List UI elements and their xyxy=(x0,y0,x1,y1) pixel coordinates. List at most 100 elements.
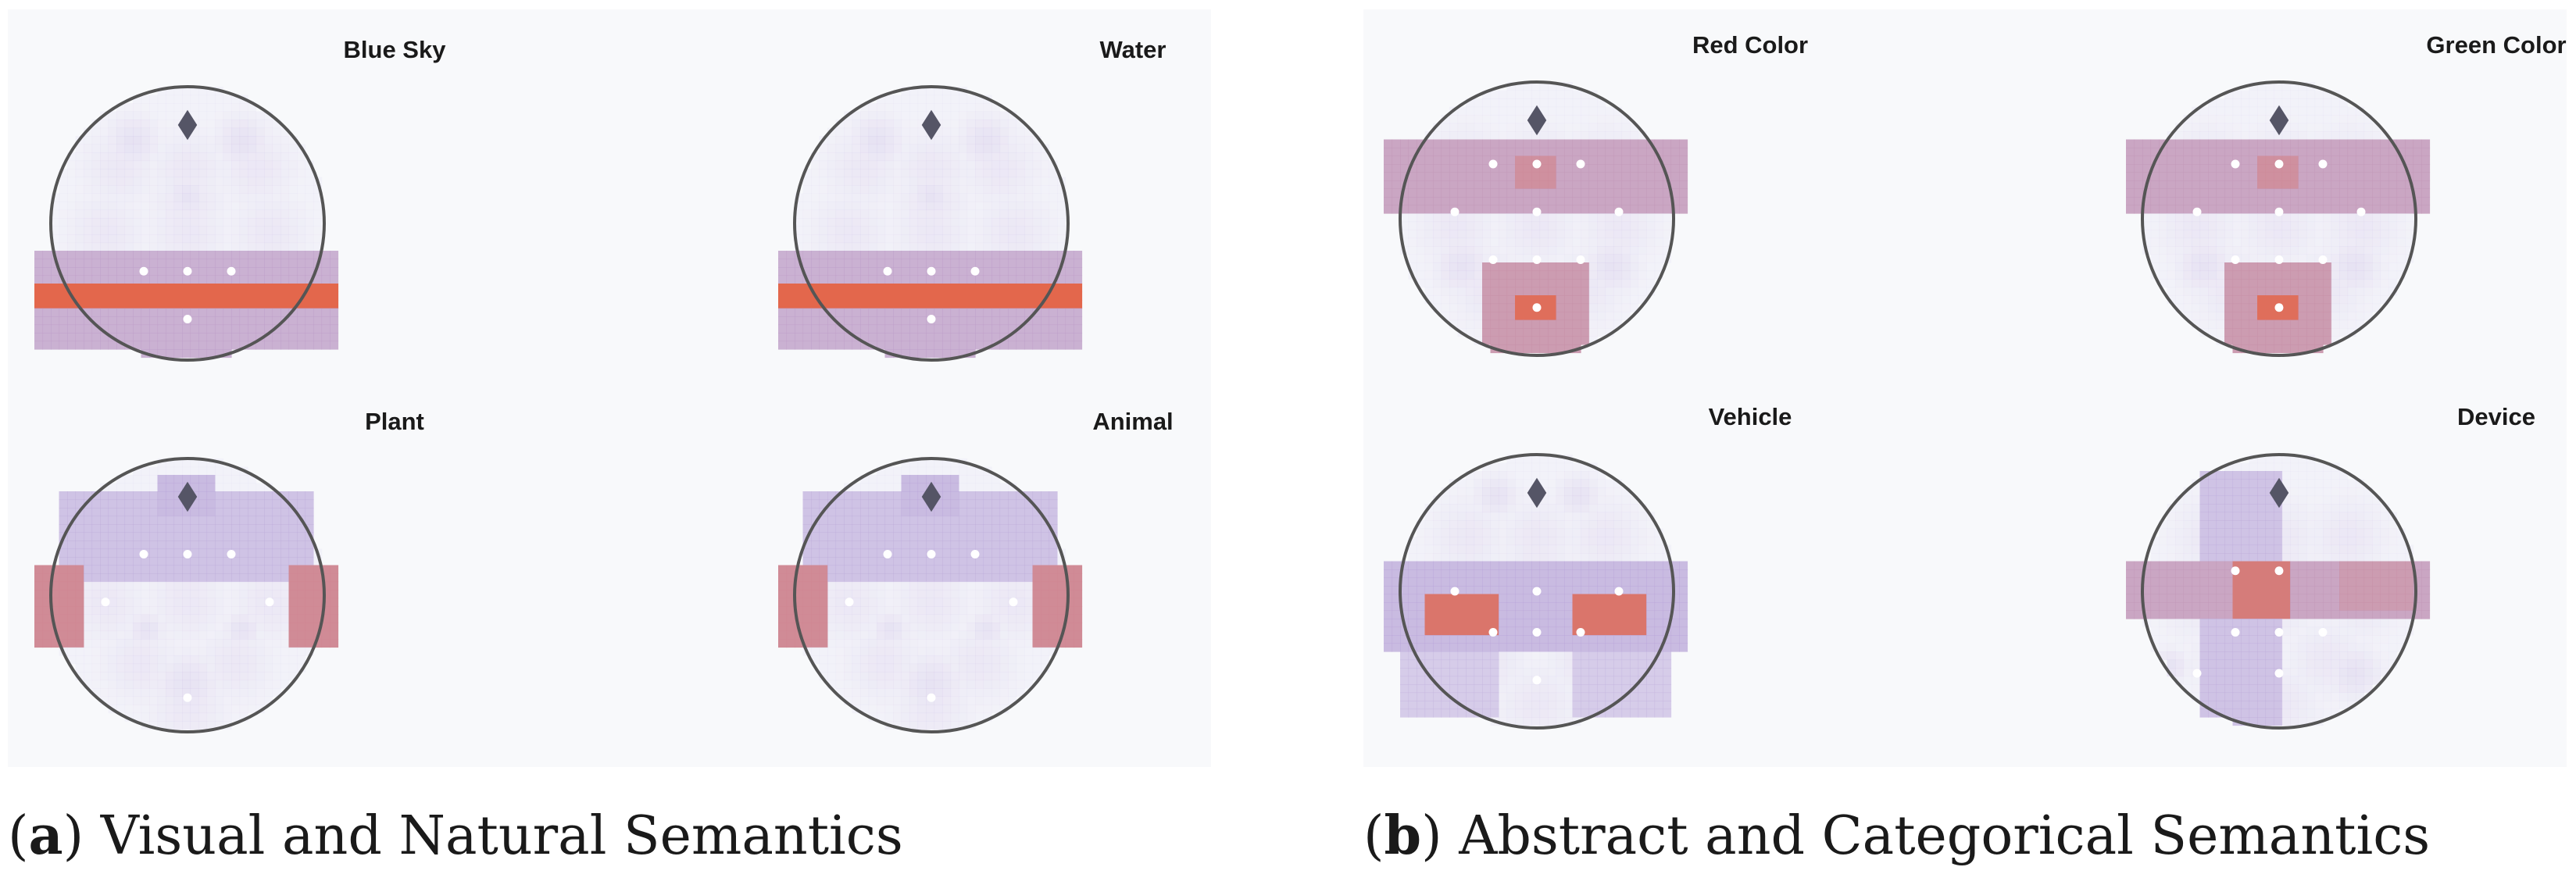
heatmap-cell xyxy=(272,333,281,342)
topomap-animal-head-outline xyxy=(793,457,1070,733)
heatmap-cell xyxy=(959,185,968,194)
heatmap-cell xyxy=(190,712,199,722)
heatmap-cell xyxy=(1556,180,1565,190)
heatmap-cell xyxy=(999,291,1009,301)
heatmap-cell xyxy=(950,127,959,137)
heatmap-cell xyxy=(1630,188,1639,198)
heatmap-cell xyxy=(835,324,845,334)
heatmap-cell xyxy=(1392,188,1401,198)
heatmap-cell xyxy=(231,127,241,137)
heatmap-cell xyxy=(975,705,984,714)
heatmap-cell xyxy=(239,152,248,162)
heatmap-cell xyxy=(280,508,290,517)
heatmap-cell xyxy=(1588,188,1598,198)
heatmap-cell xyxy=(893,202,902,211)
heatmap-cell xyxy=(934,177,943,186)
heatmap-cell xyxy=(182,177,191,186)
heatmap-cell xyxy=(1032,209,1041,219)
heatmap-cell xyxy=(1638,270,1647,280)
heatmap-cell xyxy=(819,499,828,508)
heatmap-cell xyxy=(1597,262,1606,272)
heatmap-cell xyxy=(1515,90,1524,99)
heatmap-cell xyxy=(1065,316,1074,326)
heatmap-cell xyxy=(893,712,902,722)
heatmap-cell xyxy=(321,267,330,277)
heatmap-cell xyxy=(909,267,919,277)
heatmap-cell xyxy=(59,209,68,219)
heatmap-cell xyxy=(215,341,224,350)
heatmap-cell xyxy=(2249,123,2258,132)
heatmap-cell xyxy=(884,573,894,583)
heatmap-cell xyxy=(917,193,927,202)
heatmap-cell xyxy=(223,581,232,591)
heatmap-cell xyxy=(860,333,870,342)
heatmap-cell xyxy=(852,193,861,202)
heatmap-cell xyxy=(116,705,126,714)
heatmap-cell xyxy=(893,324,902,334)
heatmap-cell xyxy=(983,144,992,153)
heatmap-cell xyxy=(1016,598,1025,607)
heatmap-cell xyxy=(884,341,894,350)
heatmap-cell xyxy=(116,136,126,145)
heatmap-cell xyxy=(795,291,804,301)
heatmap-cell xyxy=(1630,221,1639,230)
heatmap-cell xyxy=(305,193,314,202)
heatmap-cell xyxy=(1638,213,1647,223)
heatmap-cell xyxy=(1539,180,1549,190)
heatmap-cell xyxy=(1499,262,1508,272)
heatmap-cell xyxy=(1441,287,1450,296)
heatmap-cell xyxy=(909,639,919,648)
heatmap-cell xyxy=(1474,230,1483,239)
heatmap-cell xyxy=(868,324,877,334)
heatmap-cell xyxy=(166,144,175,153)
heatmap-cell xyxy=(1548,188,1557,198)
heatmap-cell xyxy=(1506,115,1516,124)
heatmap-cell xyxy=(901,573,910,583)
heatmap-cell xyxy=(2290,123,2299,132)
heatmap-cell xyxy=(116,152,126,162)
heatmap-cell xyxy=(1531,197,1541,206)
heatmap-cell xyxy=(1523,197,1532,206)
heatmap-cell xyxy=(1556,221,1565,230)
heatmap-cell xyxy=(1597,303,1606,312)
heatmap-cell xyxy=(950,516,959,525)
heatmap-cell xyxy=(1074,284,1083,293)
heatmap-cell xyxy=(1630,180,1639,190)
heatmap-cell xyxy=(239,177,248,186)
heatmap-cell xyxy=(860,598,870,607)
heatmap-cell xyxy=(827,127,837,137)
heatmap-cell xyxy=(149,647,159,656)
heatmap-cell xyxy=(934,581,943,591)
heatmap-cell xyxy=(190,111,199,120)
heatmap-cell xyxy=(1597,180,1606,190)
heatmap-cell xyxy=(223,590,232,599)
heatmap-cell xyxy=(827,672,837,681)
heatmap-cell xyxy=(802,177,812,186)
heatmap-cell xyxy=(1016,259,1025,268)
heatmap-cell xyxy=(2183,123,2192,132)
heatmap-cell xyxy=(124,655,134,665)
heatmap-cell xyxy=(852,275,861,284)
heatmap-cell xyxy=(966,95,976,104)
heatmap-cell xyxy=(264,185,273,194)
heatmap-cell xyxy=(877,202,886,211)
heatmap-cell xyxy=(198,581,208,591)
heatmap-cell xyxy=(975,291,984,301)
heatmap-cell xyxy=(288,152,298,162)
heatmap-cell xyxy=(827,548,837,558)
heatmap-cell xyxy=(1539,319,1549,329)
heatmap-cell xyxy=(926,721,935,730)
heatmap-cell xyxy=(926,516,935,525)
heatmap-cell xyxy=(999,598,1009,607)
heatmap-cell xyxy=(1556,262,1565,272)
heatmap-cell xyxy=(215,672,224,681)
heatmap-cell xyxy=(215,499,224,508)
heatmap-cell xyxy=(844,160,853,169)
heatmap-cell xyxy=(1008,688,1017,698)
heatmap-cell xyxy=(999,284,1009,293)
heatmap-cell xyxy=(1065,639,1074,648)
heatmap-cell xyxy=(182,475,191,484)
heatmap-cell xyxy=(272,614,281,623)
heatmap-cell xyxy=(959,557,968,566)
heatmap-cell xyxy=(1482,106,1492,116)
